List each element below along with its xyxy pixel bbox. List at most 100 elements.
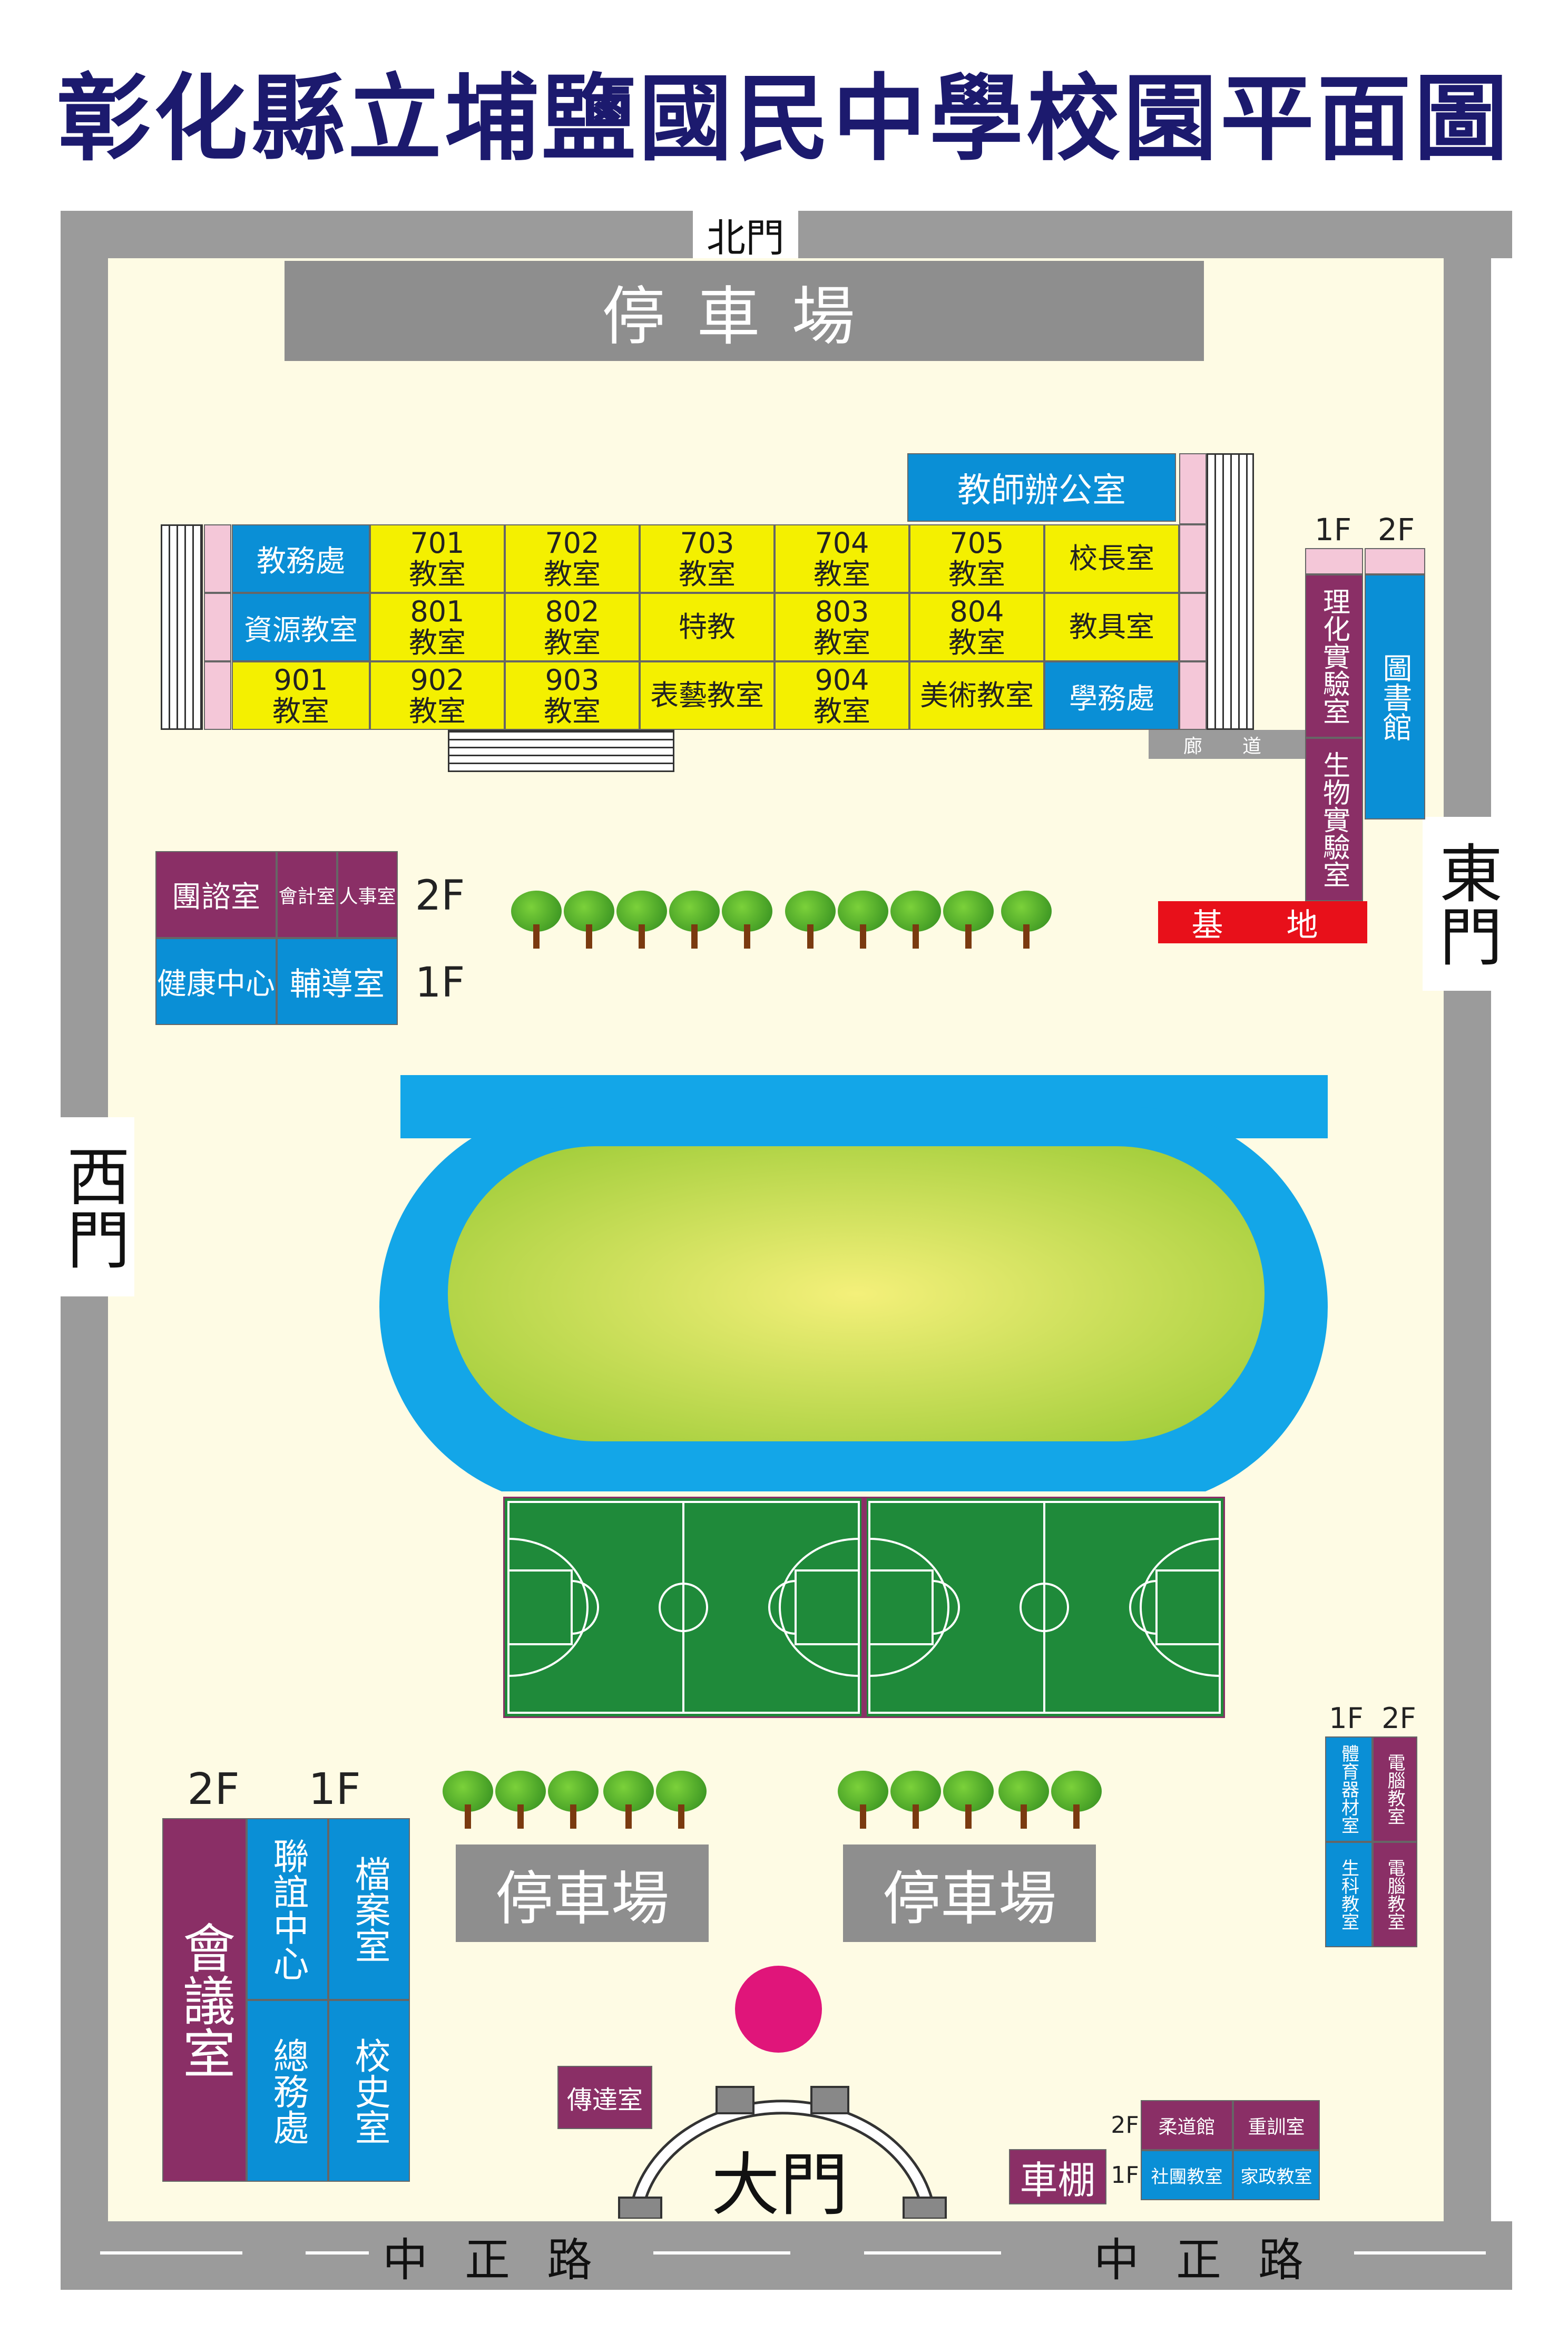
tree-icon [943, 1771, 994, 1829]
restroom-east-1 [1179, 524, 1207, 593]
performing-arts-classroom: 表藝教室 [640, 661, 775, 730]
classroom-901: 901 教室 [232, 661, 370, 730]
restroom-library [1365, 548, 1425, 574]
fountain [735, 1966, 822, 2053]
sw-floor-1f: 1F [308, 1764, 361, 1814]
physics-chemistry-lab: 理化實驗室 [1305, 574, 1363, 738]
tree-icon [669, 891, 720, 949]
archive-room: 檔案室 [328, 1818, 410, 2000]
school-history-room: 校史室 [328, 2000, 410, 2182]
restroom-east-0 [1179, 453, 1207, 524]
art-classroom: 美術教室 [909, 661, 1044, 730]
classroom-904: 904 教室 [775, 661, 909, 730]
tree-icon [890, 1771, 941, 1829]
classroom-702: 702 教室 [505, 524, 640, 593]
classroom-701: 701 教室 [370, 524, 505, 593]
classroom-803: 803 教室 [775, 593, 909, 661]
map-title: 彰化縣立埔鹽國民中學校園平面圖 [57, 64, 1511, 173]
parking-bottom-left: 停車場 [456, 1844, 709, 1942]
health-center: 健康中心 [155, 938, 277, 1025]
personnel-office: 人事室 [337, 851, 398, 938]
road-name-left: 中正路 [369, 2227, 643, 2287]
tree-icon [838, 891, 888, 949]
tree-icon [1051, 1771, 1102, 1829]
west-floor-1f: 1F [415, 959, 465, 1007]
tree-icon [495, 1771, 546, 1829]
road-dash [306, 2251, 411, 2255]
south-floor-2f: 2F [1111, 2112, 1139, 2139]
weight-training-room: 重訓室 [1233, 2100, 1320, 2150]
road-dash [1349, 2251, 1486, 2255]
south-floor-1f: 1F [1111, 2162, 1139, 2189]
west-floor-2f: 2F [415, 872, 465, 920]
meeting-room: 會議室 [162, 1818, 247, 2182]
restroom-east-2 [1179, 593, 1207, 661]
classroom-804: 804 教室 [909, 593, 1044, 661]
sw-floor-2f: 2F [187, 1764, 240, 1814]
tree-icon [785, 891, 836, 949]
classroom-802: 802 教室 [505, 593, 640, 661]
west-gate: 西門 [50, 1117, 134, 1296]
tree-icon [838, 1771, 888, 1829]
tree-icon [511, 891, 562, 949]
main-gate: 大門 [711, 2145, 848, 2225]
restroom-west-1 [204, 524, 231, 593]
east-gate: 東門 [1423, 817, 1507, 991]
east-floor-2f: 2F [1377, 512, 1415, 548]
tree-icon [890, 891, 941, 949]
classroom-903: 903 教室 [505, 661, 640, 730]
tree-icon [548, 1771, 599, 1829]
teaching-aids-room: 教具室 [1044, 593, 1179, 661]
tree-icon [998, 1771, 1049, 1829]
se-floor-1f: 1F [1329, 1701, 1364, 1735]
parking-top: 停車場 [285, 261, 1204, 361]
guidance-office: 輔導室 [277, 938, 398, 1025]
restroom-lab [1305, 548, 1363, 574]
tree-icon [656, 1771, 707, 1829]
se-floor-2f: 2F [1381, 1701, 1416, 1735]
stairs-south [448, 730, 674, 772]
bike-shed: 車棚 [1009, 2149, 1106, 2204]
resource-classroom: 資源教室 [232, 593, 370, 661]
tree-icon [616, 891, 667, 949]
classroom-704: 704 教室 [775, 524, 909, 593]
academic-affairs-office: 教務處 [232, 524, 370, 593]
east-wall [1444, 211, 1491, 2250]
computer-classroom-lower: 電腦教室 [1373, 1842, 1417, 1947]
tree-icon [443, 1771, 493, 1829]
tree-icon [564, 891, 614, 949]
home-economics-classroom: 家政教室 [1233, 2150, 1320, 2200]
biology-lab: 生物實驗室 [1305, 738, 1363, 901]
north-gate: 北門 [693, 211, 798, 261]
restroom-east-3 [1179, 661, 1207, 730]
library: 圖書館 [1365, 574, 1425, 819]
classroom-902: 902 教室 [370, 661, 505, 730]
sports-equipment-room: 體育器材室 [1325, 1736, 1373, 1842]
tree-icon [943, 891, 994, 949]
general-affairs-office: 總務處 [247, 2000, 328, 2182]
restroom-west-3 [204, 661, 231, 730]
accounting-office: 會計室 [277, 851, 337, 938]
road-name-right: 中正路 [1080, 2227, 1354, 2287]
teachers-office: 教師辦公室 [907, 453, 1176, 522]
guard-room: 傳達室 [557, 2066, 652, 2129]
fellowship-center: 聯誼中心 [247, 1818, 328, 2000]
tech-classroom: 生科教室 [1325, 1842, 1373, 1947]
computer-classroom-upper: 電腦教室 [1373, 1736, 1417, 1842]
basketball-courts [503, 1497, 1225, 1718]
road-dash [864, 2251, 1001, 2255]
tree-icon [1001, 891, 1052, 949]
main-gate-arch [618, 2086, 947, 2219]
principal-office: 校長室 [1044, 524, 1179, 593]
stairs-west [161, 524, 203, 730]
special-education: 特教 [640, 593, 775, 661]
east-floor-1f: 1F [1314, 512, 1352, 548]
tree-icon [603, 1771, 654, 1829]
parking-bottom-right: 停車場 [843, 1844, 1096, 1942]
tree-icon [722, 891, 772, 949]
classroom-801: 801 教室 [370, 593, 505, 661]
stairs-east [1207, 453, 1254, 730]
student-affairs-office: 學務處 [1044, 661, 1179, 730]
club-classroom: 社團教室 [1141, 2150, 1233, 2200]
restroom-west-2 [204, 593, 231, 661]
